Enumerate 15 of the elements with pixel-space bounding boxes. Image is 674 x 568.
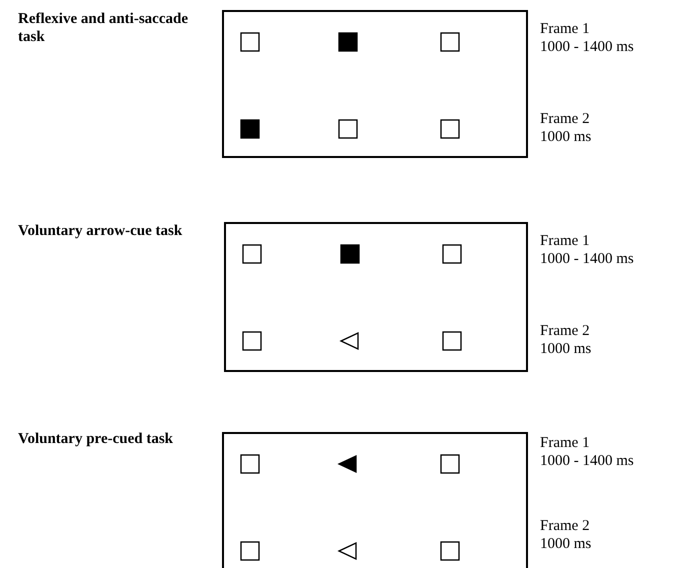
duration-label: 1000 - 1400 ms <box>540 250 634 268</box>
task-label: Reflexive and anti-saccade task <box>18 10 188 46</box>
duration-label: 1000 - 1400 ms <box>540 38 634 56</box>
task-label: Voluntary arrow-cue task <box>18 222 184 240</box>
frame-label: Frame 2 <box>540 322 590 340</box>
duration-label: 1000 ms <box>540 128 592 146</box>
frame-label: Frame 2 <box>540 110 590 128</box>
frame-label: Frame 2 <box>540 517 590 535</box>
duration-label: 1000 - 1400 ms <box>540 452 634 470</box>
frame-label: Frame 1 <box>540 232 590 250</box>
duration-label: 1000 ms <box>540 535 592 553</box>
duration-label: 1000 ms <box>540 340 592 358</box>
frame-label: Frame 1 <box>540 20 590 38</box>
task-label: Voluntary pre-cued task <box>18 430 174 448</box>
frame-label: Frame 1 <box>540 434 590 452</box>
